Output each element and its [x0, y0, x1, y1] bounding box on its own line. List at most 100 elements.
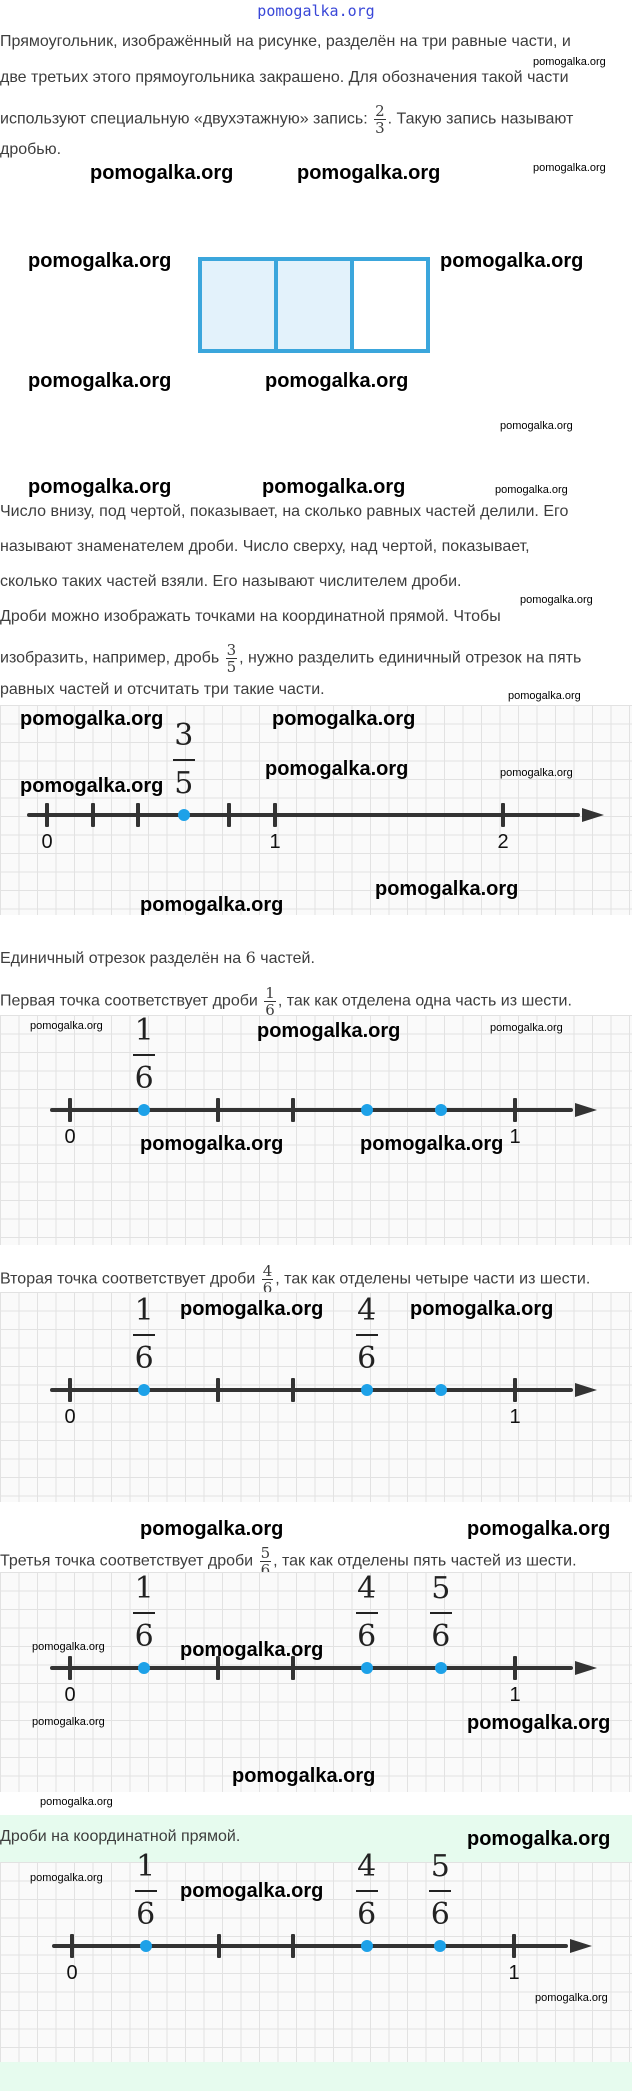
text-line: Прямоугольник, изображённый на рисунке, …	[0, 33, 571, 50]
fraction-point	[434, 1662, 447, 1674]
numerator: 3	[225, 641, 238, 659]
axis-tick	[512, 1934, 516, 1958]
text: , так как отделены пять частей из шести.	[273, 1552, 577, 1570]
text: , нужно разделить единичный отрезок на п…	[239, 649, 582, 667]
numerator: 5	[429, 1572, 452, 1614]
denominator: 6	[134, 1061, 154, 1096]
text-line: Единичный отрезок разделён на 6 частей.	[0, 948, 315, 969]
numerator: 4	[355, 1294, 378, 1336]
watermark: pomogalka.org	[40, 1796, 113, 1808]
axis-tick	[290, 1378, 295, 1402]
axis-tick	[216, 1656, 221, 1680]
watermark: pomogalka.org	[467, 1712, 611, 1734]
axis-label: 1	[509, 1406, 521, 1428]
watermark: pomogalka.org	[533, 56, 606, 68]
watermark: pomogalka.org	[180, 1639, 324, 1661]
numerator: 3	[172, 719, 195, 761]
fraction-point	[434, 1940, 447, 1952]
rectangle-part-empty	[354, 261, 426, 349]
watermark: pomogalka.org	[500, 420, 573, 432]
denominator: 6	[431, 1619, 451, 1654]
axis-arrow-icon	[575, 1661, 597, 1675]
divided-rectangle	[198, 257, 430, 353]
denominator: 5	[174, 766, 194, 801]
axis-label: 0	[64, 1406, 76, 1428]
watermark: pomogalka.org	[20, 708, 164, 730]
watermark: pomogalka.org	[535, 1992, 608, 2004]
axis-tick	[68, 1378, 72, 1402]
text: Первая точка соответствует дроби	[0, 992, 258, 1010]
watermark: pomogalka.org	[32, 1641, 105, 1653]
denominator: 6	[134, 1619, 154, 1654]
fraction-point	[434, 1384, 447, 1396]
axis-tick	[68, 1098, 72, 1122]
watermark: pomogalka.org	[272, 708, 416, 730]
text: , так как отделены четыре части из шести…	[275, 1270, 591, 1288]
watermark: pomogalka.org	[20, 775, 164, 797]
watermark: pomogalka.org	[265, 370, 409, 392]
axis-line	[50, 1108, 573, 1112]
watermark: pomogalka.org	[140, 1518, 284, 1540]
axis-tick	[227, 803, 232, 827]
text: Единичный отрезок разделён на	[0, 950, 242, 967]
axis-tick	[70, 1934, 74, 1958]
denominator: 6	[357, 1619, 377, 1654]
fraction-point	[138, 1662, 151, 1674]
watermark: pomogalka.org	[180, 1880, 324, 1902]
text: Третья точка соответствует дроби	[0, 1552, 254, 1570]
watermark: pomogalka.org	[257, 1020, 401, 1042]
text: . Такую запись называют	[387, 110, 574, 128]
denominator: 6	[136, 1897, 156, 1932]
watermark: pomogalka.org	[140, 1133, 284, 1155]
header-link[interactable]: pomogalka.org	[257, 2, 375, 20]
text: изобразить, например, дробь	[0, 649, 220, 667]
axis-label: 1	[508, 1962, 520, 1984]
axis-label: 2	[497, 831, 509, 853]
axis-tick	[290, 1098, 295, 1122]
axis-arrow-icon	[570, 1939, 592, 1953]
axis-line	[50, 1666, 573, 1670]
text-line: сколько таких частей взяли. Его называют…	[0, 573, 462, 590]
axis-arrow-icon	[575, 1383, 597, 1397]
summary-title: Дроби на координатной прямой.	[0, 1828, 241, 1845]
axis-arrow-icon	[582, 808, 604, 822]
text-line: используют специальную «двухэтажную» зап…	[0, 103, 573, 136]
numerator: 1	[133, 1572, 156, 1614]
axis-line	[50, 1388, 573, 1392]
axis-line	[27, 813, 580, 817]
watermark: pomogalka.org	[297, 162, 441, 184]
axis-tick	[136, 803, 141, 827]
axis-tick	[290, 1656, 295, 1680]
text-line: Число внизу, под чертой, показывает, на …	[0, 503, 569, 520]
axis-tick	[217, 1934, 222, 1958]
axis-label: 1	[509, 1684, 521, 1706]
axis-label: 1	[269, 831, 281, 853]
numerator: 5	[259, 1544, 272, 1562]
watermark: pomogalka.org	[30, 1020, 103, 1032]
watermark: pomogalka.org	[30, 1872, 103, 1884]
text: используют специальную «двухэтажную» зап…	[0, 110, 368, 128]
watermark: pomogalka.org	[232, 1765, 376, 1787]
axis-tick	[501, 803, 505, 827]
axis-tick	[90, 803, 95, 827]
axis-tick	[216, 1098, 221, 1122]
watermark: pomogalka.org	[360, 1133, 504, 1155]
watermark: pomogalka.org	[265, 758, 409, 780]
axis-tick	[216, 1378, 221, 1402]
fraction-point	[434, 1104, 447, 1116]
axis-tick	[273, 803, 277, 827]
watermark: pomogalka.org	[140, 894, 284, 916]
denominator: 5	[226, 658, 237, 676]
fraction-point	[139, 1940, 152, 1952]
denominator: 6	[357, 1341, 377, 1376]
watermark: pomogalka.org	[28, 476, 172, 498]
